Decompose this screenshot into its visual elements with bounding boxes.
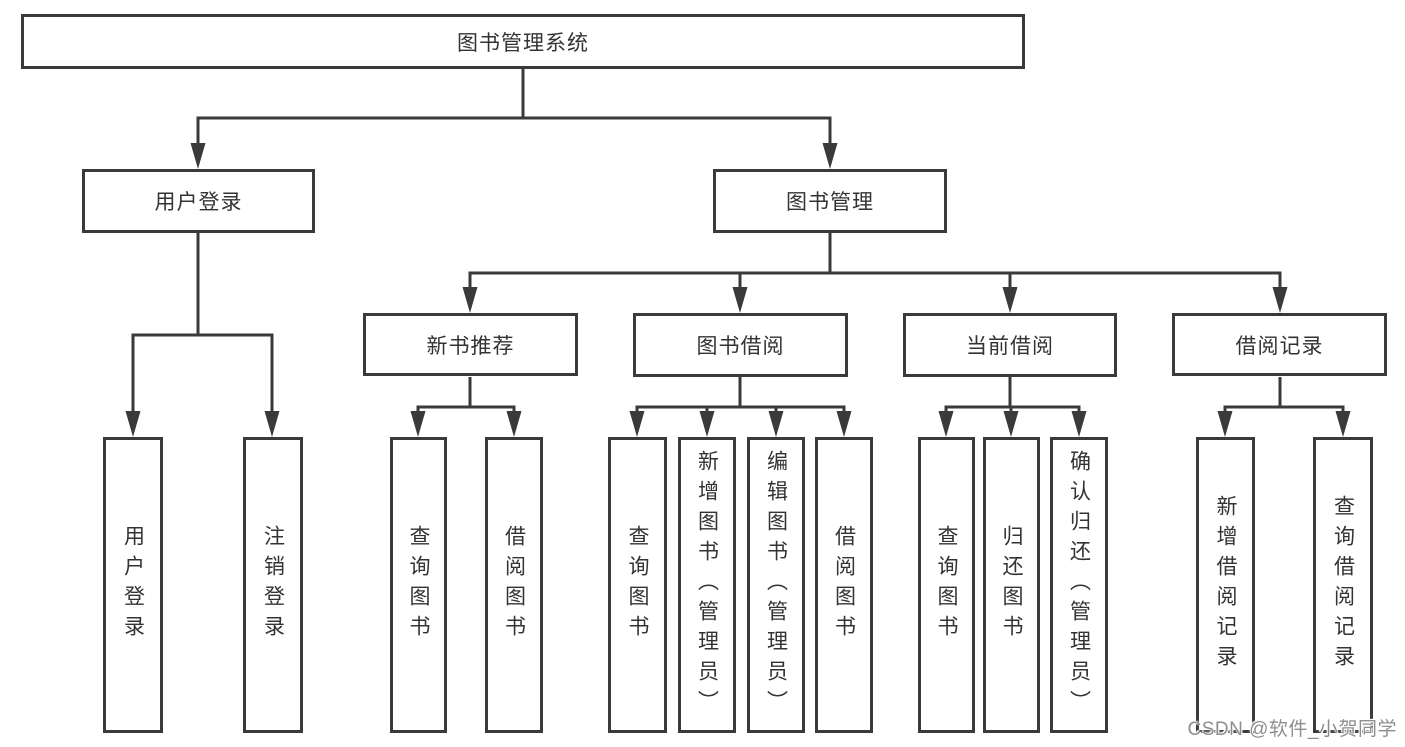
node-label: 新书推荐 xyxy=(426,334,515,358)
leaf-query-books-current: 查询图书 xyxy=(918,437,975,733)
leaf-borrow-books-recommend: 借阅图书 xyxy=(485,437,543,733)
leaf-user-login: 用户登录 xyxy=(103,437,163,733)
node-label: 用户登录 xyxy=(154,191,243,214)
leaf-borrow-books: 借阅图书 xyxy=(815,437,873,733)
leaf-return-book: 归还图书 xyxy=(983,437,1040,733)
node-label: 注销登录 xyxy=(261,525,285,645)
node-library-system: 图书管理系统 xyxy=(21,14,1025,69)
node-label: 当前借阅 xyxy=(966,335,1054,358)
node-user-login: 用户登录 xyxy=(82,169,315,233)
node-current-borrow: 当前借阅 xyxy=(903,313,1117,377)
arrowheads xyxy=(125,143,1351,437)
node-book-management: 图书管理 xyxy=(713,169,947,233)
node-label: 查询图书 xyxy=(626,525,649,645)
leaf-add-book-admin: 新增图书（管理员） xyxy=(678,437,736,733)
leaf-logout: 注销登录 xyxy=(243,437,303,733)
node-label: 借阅图书 xyxy=(502,525,526,645)
leaf-add-borrow-record: 新增借阅记录 xyxy=(1196,437,1255,733)
node-label: 用户登录 xyxy=(121,525,145,645)
leaf-edit-book-admin: 编辑图书（管理员） xyxy=(747,437,805,733)
node-label: 图书管理系统 xyxy=(457,31,589,55)
node-label: 确认归还（管理员） xyxy=(1067,450,1091,720)
node-book-borrow: 图书借阅 xyxy=(633,313,848,377)
node-label: 图书管理 xyxy=(786,191,874,214)
node-label: 新增借阅记录 xyxy=(1214,495,1237,675)
node-label: 编辑图书（管理员） xyxy=(764,450,788,720)
node-label: 归还图书 xyxy=(1000,525,1023,645)
node-borrow-records: 借阅记录 xyxy=(1172,313,1387,376)
node-label: 借阅记录 xyxy=(1235,334,1324,358)
node-label: 新增图书（管理员） xyxy=(695,450,719,720)
node-label: 查询图书 xyxy=(407,525,430,645)
node-new-book-recommend: 新书推荐 xyxy=(363,313,578,376)
node-label: 查询借阅记录 xyxy=(1331,495,1355,675)
leaf-query-books-recommend: 查询图书 xyxy=(390,437,447,733)
csdn-watermark: CSDN @软件_小贺同学 xyxy=(1187,719,1397,740)
leaf-query-borrow-record: 查询借阅记录 xyxy=(1313,437,1373,733)
node-label: 借阅图书 xyxy=(832,525,856,645)
leaf-confirm-return-admin: 确认归还（管理员） xyxy=(1050,437,1108,733)
leaf-query-books-borrow: 查询图书 xyxy=(608,437,667,733)
node-label: 图书借阅 xyxy=(696,335,785,358)
node-label: 查询图书 xyxy=(935,525,958,645)
